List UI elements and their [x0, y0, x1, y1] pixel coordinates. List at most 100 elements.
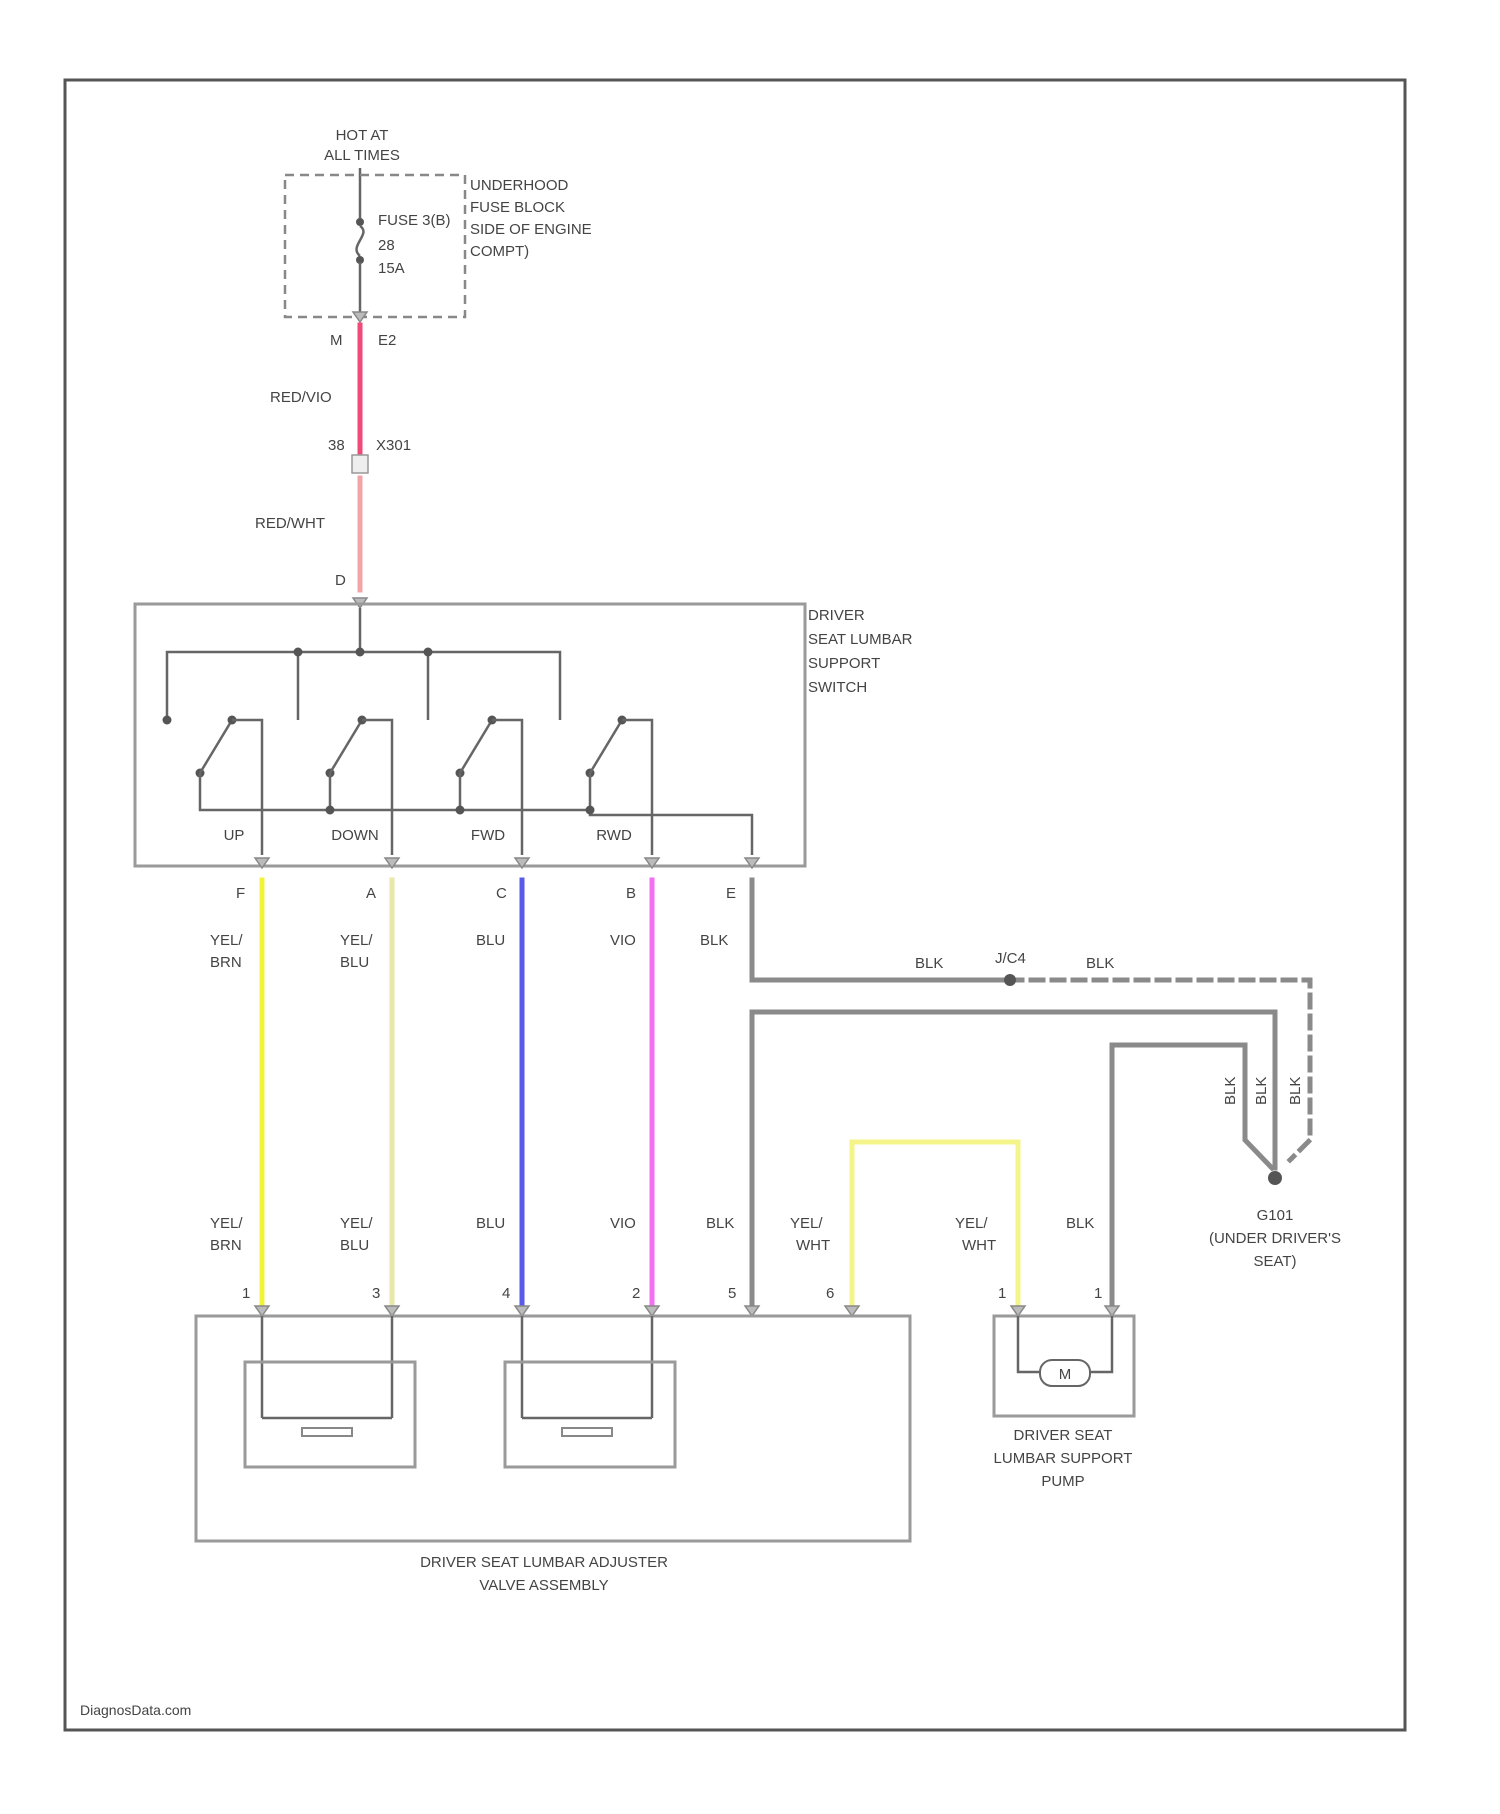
valve-wire-label-1b: BRN — [210, 1237, 242, 1254]
switch-name-line3: SUPPORT — [808, 655, 880, 672]
valve-pin-3: 3 — [372, 1285, 380, 1302]
wire-label-top-e: BLK — [700, 932, 728, 949]
valve-wire-label-2: VIO — [610, 1215, 636, 1232]
fuse-block-name-line3: SIDE OF ENGINE — [470, 221, 592, 238]
down-blade — [330, 720, 362, 773]
valve-wire-label-3b: BLU — [340, 1237, 369, 1254]
valve-wire-label-6a: YEL/ — [790, 1215, 823, 1232]
switch-position-up: UP — [224, 827, 245, 844]
power-label-line2: ALL TIMES — [324, 147, 400, 164]
pump-name-line1: DRIVER SEAT — [1014, 1427, 1113, 1444]
wire-blk-pump-ground — [1112, 1045, 1272, 1305]
pump-pin-1: 1 — [998, 1285, 1006, 1302]
fuse-contact-top — [356, 218, 364, 226]
wire-label-top-b: VIO — [610, 932, 636, 949]
down-return-line — [330, 773, 460, 810]
valve-pin-4: 4 — [502, 1285, 510, 1302]
up-contact-supply — [163, 716, 172, 725]
valve-coil-2-symbol — [562, 1428, 612, 1436]
wire-red-vio-label: RED/VIO — [270, 389, 332, 406]
ground-vertical-label-2: BLK — [1253, 1077, 1270, 1105]
pump-name-line3: PUMP — [1041, 1473, 1084, 1490]
fuse-block-name-line2: FUSE BLOCK — [470, 199, 565, 216]
fuse-label-line1: FUSE 3(B) — [378, 212, 451, 229]
switch-position-down: DOWN — [331, 827, 379, 844]
ground-vertical-label-1: BLK — [1222, 1077, 1239, 1105]
ground-wire-label-left: BLK — [915, 955, 943, 972]
ground-point-g101 — [1268, 1171, 1282, 1185]
fwd-blade — [460, 720, 492, 773]
fuse-block-name-line4: COMPT) — [470, 243, 529, 260]
wire-label-top-a-2: BLU — [340, 954, 369, 971]
connector-x301 — [352, 455, 368, 473]
rwd-blade — [590, 720, 622, 773]
valve-name-line1: DRIVER SEAT LUMBAR ADJUSTER — [420, 1554, 668, 1571]
diagram-frame — [65, 80, 1405, 1730]
fuse-label-line3: 15A — [378, 260, 405, 277]
down-return-junction — [326, 806, 335, 815]
switch-pin-f: F — [236, 885, 245, 902]
valve-name-line2: VALVE ASSEMBLY — [479, 1577, 608, 1594]
wire-label-top-f-2: BRN — [210, 954, 242, 971]
wire-red-wht-label: RED/WHT — [255, 515, 325, 532]
ground-name-line3: SEAT) — [1253, 1253, 1296, 1270]
wire-label-top-f-1: YEL/ — [210, 932, 243, 949]
switch-position-fwd: FWD — [471, 827, 505, 844]
fuse-block-name-line1: UNDERHOOD — [470, 177, 569, 194]
bus-junction-2 — [356, 648, 365, 657]
fuse-label-line2: 28 — [378, 237, 395, 254]
switch-pin-b: B — [626, 885, 636, 902]
splice-label: J/C4 — [995, 950, 1026, 967]
bus-junction-3 — [424, 648, 433, 657]
rwd-return-junction — [586, 806, 595, 815]
switch-name-line4: SWITCH — [808, 679, 867, 696]
wire-yel-wht — [852, 1142, 1018, 1305]
up-return-line — [200, 773, 330, 810]
wire-blk-switch-ground — [752, 880, 1010, 980]
fwd-return-line — [460, 773, 590, 810]
switch-name-line1: DRIVER — [808, 607, 865, 624]
valve-coil-1-symbol — [302, 1428, 352, 1436]
up-blade — [200, 720, 232, 773]
fwd-return-junction — [456, 806, 465, 815]
switch-pin-a: A — [366, 885, 376, 902]
pump-wire-label-1a: YEL/ — [955, 1215, 988, 1232]
fuse-block-outline — [285, 175, 465, 317]
ground-wire-label-right: BLK — [1086, 955, 1114, 972]
ground-vertical-label-3: BLK — [1287, 1077, 1304, 1105]
power-label-line1: HOT AT — [336, 127, 389, 144]
wire-blk-ground-dashed — [1010, 980, 1310, 1160]
valve-wire-label-5: BLK — [706, 1215, 734, 1232]
fuse-pin-left: M — [330, 332, 343, 349]
valve-pin-5: 5 — [728, 1285, 736, 1302]
bus-junction-1 — [294, 648, 303, 657]
switch-pin-d: D — [335, 572, 346, 589]
valve-wire-label-3a: YEL/ — [340, 1215, 373, 1232]
pump-motor-letter: M — [1059, 1366, 1072, 1383]
valve-wire-label-1a: YEL/ — [210, 1215, 243, 1232]
pump-name-line2: LUMBAR SUPPORT — [994, 1450, 1133, 1467]
valve-solenoid-1 — [245, 1362, 415, 1467]
watermark: DiagnosData.com — [80, 1702, 191, 1718]
valve-solenoid-2 — [505, 1362, 675, 1467]
valve-pin-1: 1 — [242, 1285, 250, 1302]
connector-x301-id: X301 — [376, 437, 411, 454]
fuse-pin-right: E2 — [378, 332, 396, 349]
valve-pin-6: 6 — [826, 1285, 834, 1302]
switch-name-line2: SEAT LUMBAR — [808, 631, 913, 648]
valve-wire-label-6b: WHT — [796, 1237, 830, 1254]
wire-label-top-c: BLU — [476, 932, 505, 949]
fuse-symbol — [357, 226, 364, 256]
wire-label-top-a-1: YEL/ — [340, 932, 373, 949]
pump-wire-label-2: BLK — [1066, 1215, 1094, 1232]
valve-pin-2: 2 — [632, 1285, 640, 1302]
pump-wire-label-1b: WHT — [962, 1237, 996, 1254]
ground-name-line1: G101 — [1257, 1207, 1294, 1224]
ground-name-line2: (UNDER DRIVER'S — [1209, 1230, 1341, 1247]
switch-position-rwd: RWD — [596, 827, 632, 844]
switch-common-bus — [167, 652, 560, 720]
wire-blk-valve-ground — [752, 1012, 1275, 1305]
pump-motor-lead-right — [1090, 1316, 1112, 1372]
connector-x301-pin: 38 — [328, 437, 345, 454]
